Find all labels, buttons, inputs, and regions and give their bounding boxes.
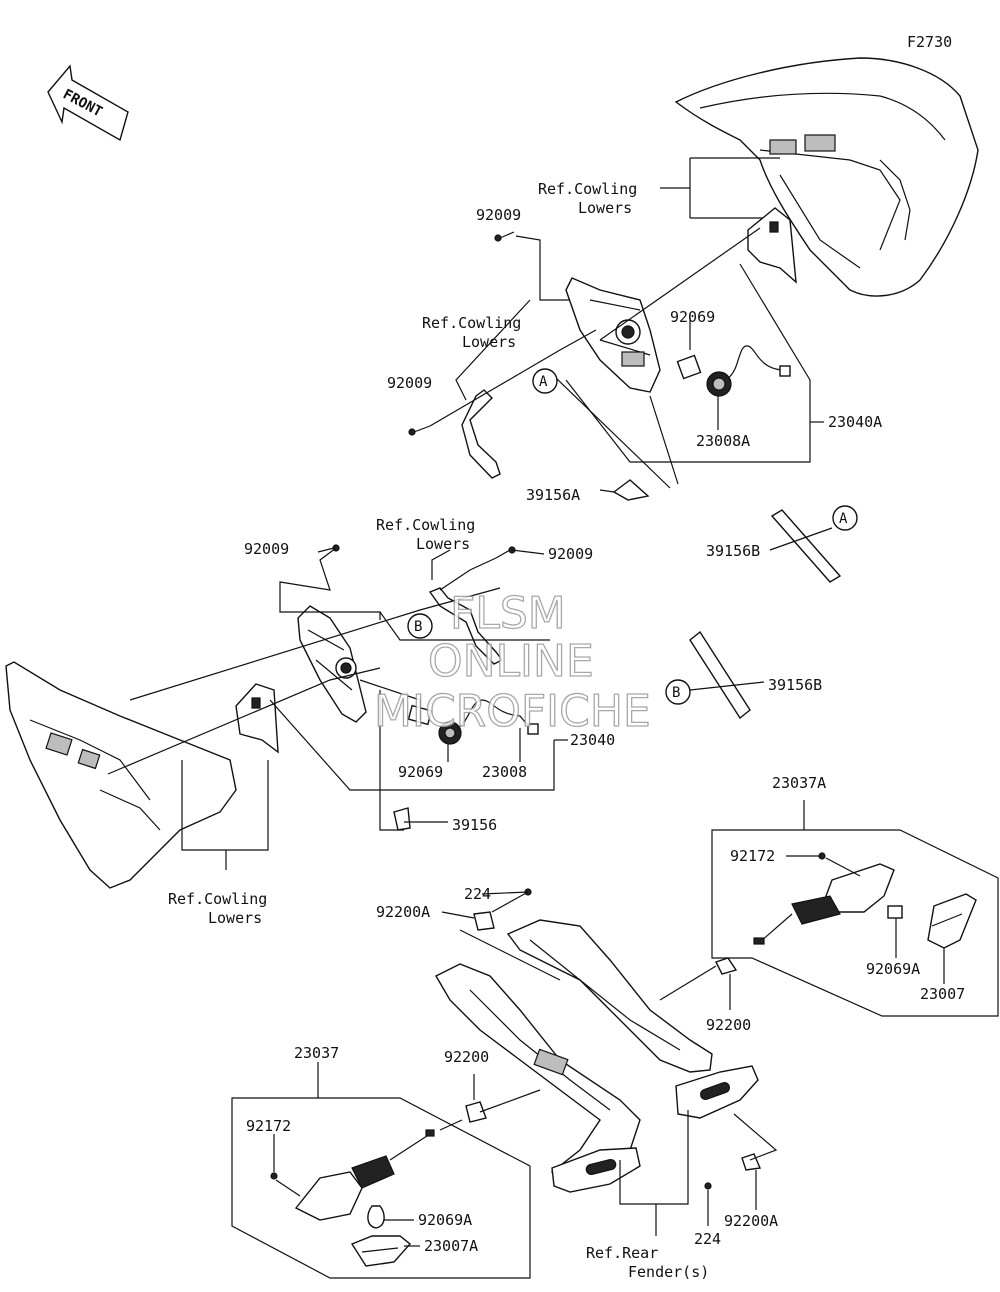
callout-b-left-label: B xyxy=(414,619,422,635)
rear-fender-shape xyxy=(435,919,759,1193)
part-23037A: 23037A xyxy=(772,774,826,792)
upper-socket xyxy=(706,345,791,397)
reflector-39156 xyxy=(393,807,411,831)
screw-icon xyxy=(495,546,516,559)
callout-a-top: A xyxy=(532,368,558,394)
ref-cowling-left-line1: Ref.Cowling xyxy=(168,890,267,908)
ref-cowling-top-line1: Ref.Cowling xyxy=(538,180,637,198)
part-92009-right: 92009 xyxy=(548,545,593,563)
watermark-line2: ONLINE xyxy=(428,636,594,687)
screw-icon xyxy=(494,231,515,242)
right-rear-signal-body xyxy=(753,863,895,945)
watermark-line3: MICROFICHE xyxy=(374,686,651,737)
part-23040: 23040 xyxy=(570,731,615,749)
upper-cowling-shape xyxy=(674,57,979,297)
part-92069-mid: 92069 xyxy=(398,763,443,781)
callout-b-right: B xyxy=(665,679,691,705)
right-rear-bulb xyxy=(887,905,903,919)
watermark-line1: FLSM xyxy=(450,588,566,639)
left-cowling-panel xyxy=(235,683,279,754)
part-23007A: 23007A xyxy=(424,1237,478,1255)
part-92069A-right: 92069A xyxy=(866,960,920,978)
part-23037: 23037 xyxy=(294,1044,339,1062)
right-rear-lens xyxy=(927,893,977,949)
part-23008A: 23008A xyxy=(696,432,750,450)
clip-92200A-bottom xyxy=(741,1153,762,1171)
left-rear-lens xyxy=(350,1235,412,1267)
ref-cowling-mid-line1: Ref.Cowling xyxy=(422,314,521,332)
part-92200-right: 92200 xyxy=(706,1016,751,1034)
callout-b-right-label: B xyxy=(672,685,680,701)
part-92009-left: 92009 xyxy=(244,540,289,558)
screw-icon xyxy=(408,425,431,436)
ref-cowling-mid-line2: Lowers xyxy=(462,333,516,351)
callout-a-top-label: A xyxy=(539,374,548,390)
callout-a-right: A xyxy=(832,505,858,531)
part-23008: 23008 xyxy=(482,763,527,781)
reflector-strip-39156B-top xyxy=(770,509,842,583)
clip-92200-right xyxy=(715,957,738,975)
callout-a-right-label: A xyxy=(839,511,848,527)
part-92009-top: 92009 xyxy=(476,206,521,224)
ref-cowling-left-line2: Lowers xyxy=(208,909,262,927)
part-92009-mid: 92009 xyxy=(387,374,432,392)
callout-b-left: B xyxy=(407,613,433,639)
upper-turn-signal-housing xyxy=(565,277,661,393)
part-23040A: 23040A xyxy=(828,413,882,431)
left-cowling-shape xyxy=(5,661,237,889)
part-39156A: 39156A xyxy=(526,486,580,504)
ref-fender-line1: Ref.Rear xyxy=(586,1244,658,1262)
part-92069A-left: 92069A xyxy=(418,1211,472,1229)
middle-mount-bracket xyxy=(428,587,504,665)
upper-cowling-panel xyxy=(747,207,797,284)
part-224-bottom: 224 xyxy=(694,1230,721,1248)
part-92069-top: 92069 xyxy=(670,308,715,326)
part-92172-left: 92172 xyxy=(246,1117,291,1135)
screw-icon xyxy=(270,1172,278,1180)
part-92200-left: 92200 xyxy=(444,1048,489,1066)
watermark: FLSM ONLINE MICROFICHE xyxy=(373,587,651,737)
left-rear-bulb xyxy=(367,1205,385,1229)
ref-cowling-center-line1: Ref.Cowling xyxy=(376,516,475,534)
part-92172-right: 92172 xyxy=(730,847,775,865)
reflector-39156A xyxy=(612,479,650,501)
part-92200A-top: 92200A xyxy=(376,903,430,921)
part-92200A-bottom: 92200A xyxy=(724,1212,778,1230)
upper-bulb xyxy=(676,354,702,380)
upper-mount-bracket xyxy=(461,389,501,479)
ref-cowling-top-line2: Lowers xyxy=(578,199,632,217)
middle-socket xyxy=(438,699,539,745)
reflector-strip-39156B-mid xyxy=(689,630,751,720)
middle-turn-signal-housing xyxy=(297,605,367,723)
ref-cowling-center-line2: Lowers xyxy=(416,535,470,553)
left-rear-signal-body xyxy=(294,1129,435,1221)
part-39156: 39156 xyxy=(452,816,497,834)
clip-92200A-top xyxy=(473,911,495,931)
figure-code: F2730 xyxy=(907,33,952,51)
part-23007: 23007 xyxy=(920,985,965,1003)
clip-92200-left xyxy=(465,1101,487,1123)
part-39156B-mid: 39156B xyxy=(768,676,822,694)
front-arrow-icon: FRONT xyxy=(47,64,129,142)
ref-fender-line2: Fender(s) xyxy=(628,1263,709,1281)
part-39156B-top: 39156B xyxy=(706,542,760,560)
part-224-top: 224 xyxy=(464,885,491,903)
screw-icon xyxy=(704,1182,712,1190)
